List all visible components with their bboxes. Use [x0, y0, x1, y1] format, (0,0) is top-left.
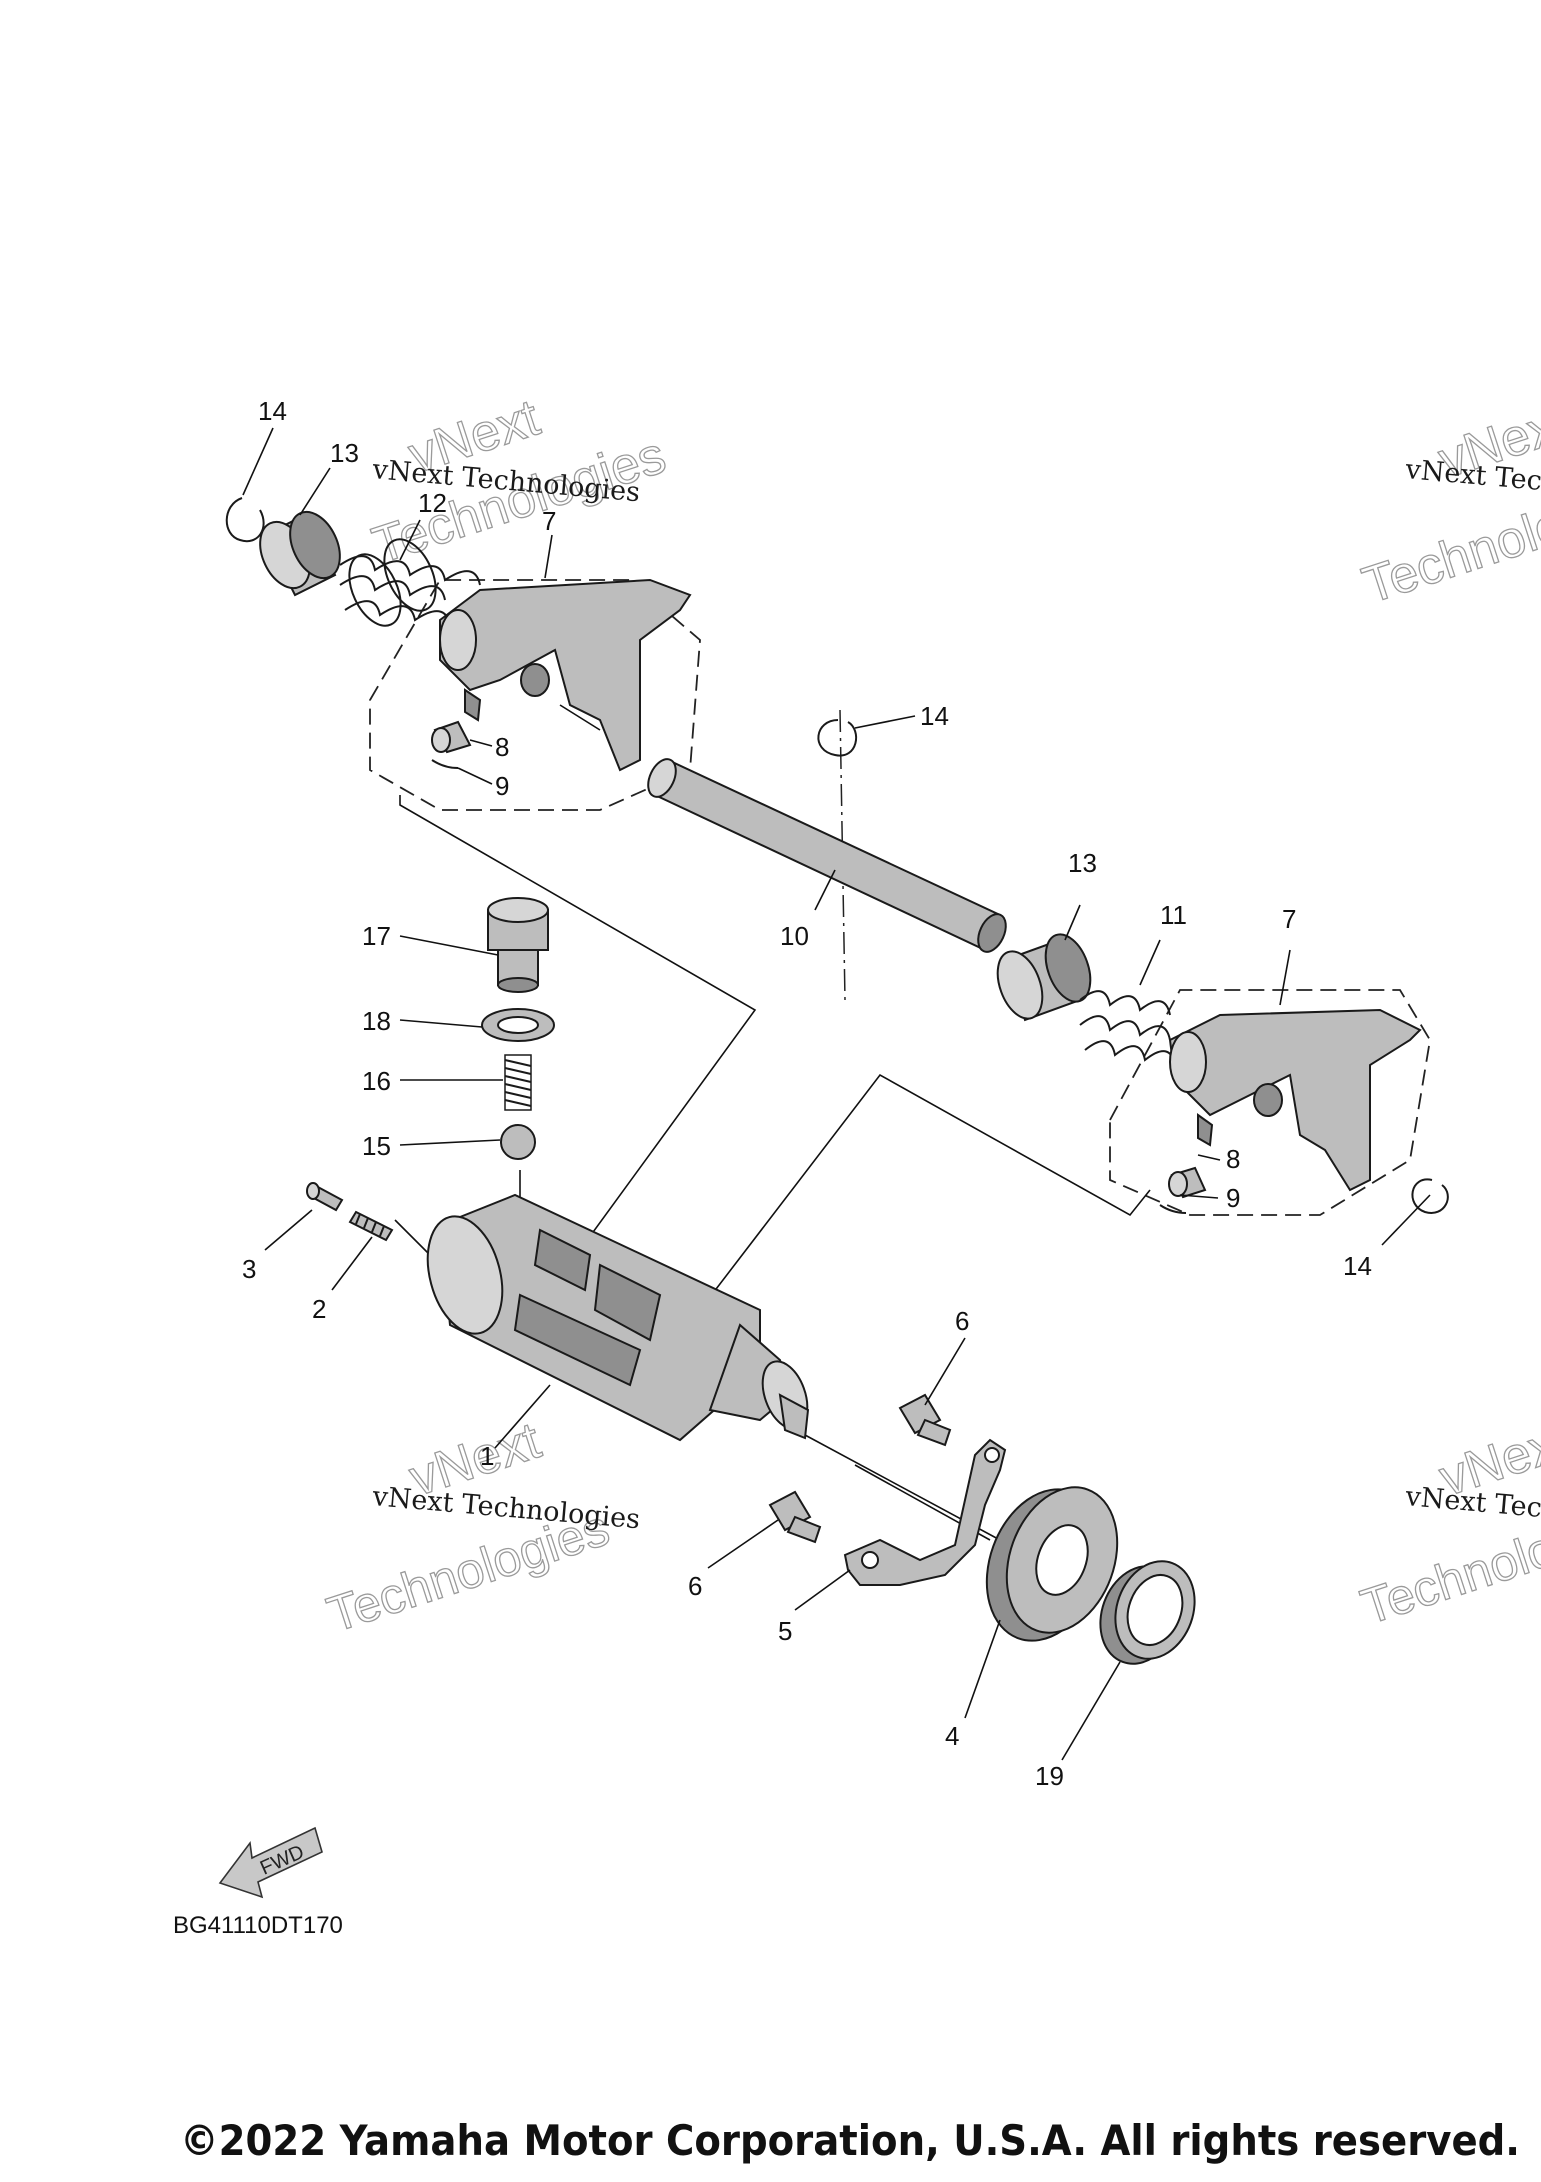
circlip-14-lower-right	[1411, 1178, 1449, 1214]
callout-14-upper-left: 14	[258, 396, 287, 426]
callout-18: 18	[362, 1006, 391, 1036]
fwd-arrow-icon: FWD	[218, 1826, 323, 1899]
callout-1: 1	[480, 1441, 494, 1471]
callout-19: 19	[1035, 1761, 1064, 1791]
leader-lines	[242, 427, 1431, 1761]
ball-15	[500, 1124, 536, 1160]
shift-shaft-10	[647, 758, 1007, 953]
shift-drum-1	[426, 1193, 810, 1442]
stopper-plate-5	[843, 1438, 1007, 1586]
circlip-14-upper-left	[225, 497, 265, 543]
spring-16	[504, 1054, 532, 1111]
callout-9-lower: 9	[1226, 1183, 1240, 1213]
clip-9-upper	[431, 759, 459, 769]
shift-fork-7-lower	[1168, 1008, 1422, 1192]
shift-fork-7-upper	[439, 578, 692, 772]
watermark-text: vNext Technologies	[370, 1481, 641, 1535]
callout-7-lower: 7	[1282, 904, 1296, 934]
shift-fork-assembly-box-lower	[1109, 989, 1431, 1216]
collar-13-lower	[996, 933, 1092, 1022]
clip-9-lower	[1159, 1204, 1187, 1214]
guide-line-lower-fork	[699, 1073, 1151, 1311]
callout-3: 3	[242, 1254, 256, 1284]
leader-fork-pin	[559, 704, 601, 731]
guide-line-pins	[394, 1219, 431, 1256]
callout-13-upper: 13	[330, 438, 359, 468]
collar-13-upper	[259, 510, 341, 597]
callout-8-lower: 8	[1226, 1144, 1240, 1174]
shift-fork-assembly-box-upper	[369, 579, 701, 811]
roller-8-upper	[431, 720, 472, 754]
bearing-4	[985, 1486, 1119, 1642]
callout-labels: 14 13 12 7 8 9 14 10 13 11 7 8 9 14 17 1…	[242, 396, 1372, 1791]
callout-7-upper: 7	[542, 506, 556, 536]
bolt-6-upper	[898, 1393, 952, 1447]
diagram-code: BG41110DT170	[173, 1912, 343, 1939]
callout-17: 17	[362, 921, 391, 951]
callout-10: 10	[780, 921, 809, 951]
callout-4: 4	[945, 1721, 959, 1751]
watermark-bottom-right: vNext Technologies vNext Technologies	[1354, 1411, 1541, 1636]
guide-line-upper-fork	[399, 795, 757, 1251]
bolt-17	[487, 897, 549, 993]
callout-2: 2	[312, 1294, 326, 1324]
callout-8-upper: 8	[495, 732, 509, 762]
roller-8-lower	[1168, 1166, 1207, 1199]
circlip-14-middle	[817, 719, 857, 757]
pin-2	[348, 1210, 394, 1242]
callout-14-middle: 14	[920, 701, 949, 731]
callout-9-upper: 9	[495, 771, 509, 801]
watermark-top-left: vNext Technologies vNext Technologies	[365, 388, 673, 576]
washer-18	[481, 1008, 555, 1042]
pin-3	[306, 1182, 344, 1212]
callout-12: 12	[418, 488, 447, 518]
watermark-top-right: vNext Technologies vNext Technologies	[1355, 393, 1541, 616]
callout-6-upper: 6	[955, 1306, 969, 1336]
callout-6-lower: 6	[688, 1571, 702, 1601]
callout-15: 15	[362, 1131, 391, 1161]
callout-5: 5	[778, 1616, 792, 1646]
guide-line-shaft-clip	[839, 709, 846, 1001]
callout-13-lower: 13	[1068, 848, 1097, 878]
callout-14-lower-right: 14	[1343, 1251, 1372, 1281]
callout-16: 16	[362, 1066, 391, 1096]
bolt-6-lower	[768, 1490, 822, 1544]
spring-12	[339, 538, 481, 627]
spring-11	[1079, 990, 1176, 1066]
copyright-notice: ©2022 Yamaha Motor Corporation, U.S.A. A…	[180, 2116, 1520, 2165]
callout-11: 11	[1160, 900, 1187, 930]
oil-seal-19	[1099, 1560, 1196, 1665]
